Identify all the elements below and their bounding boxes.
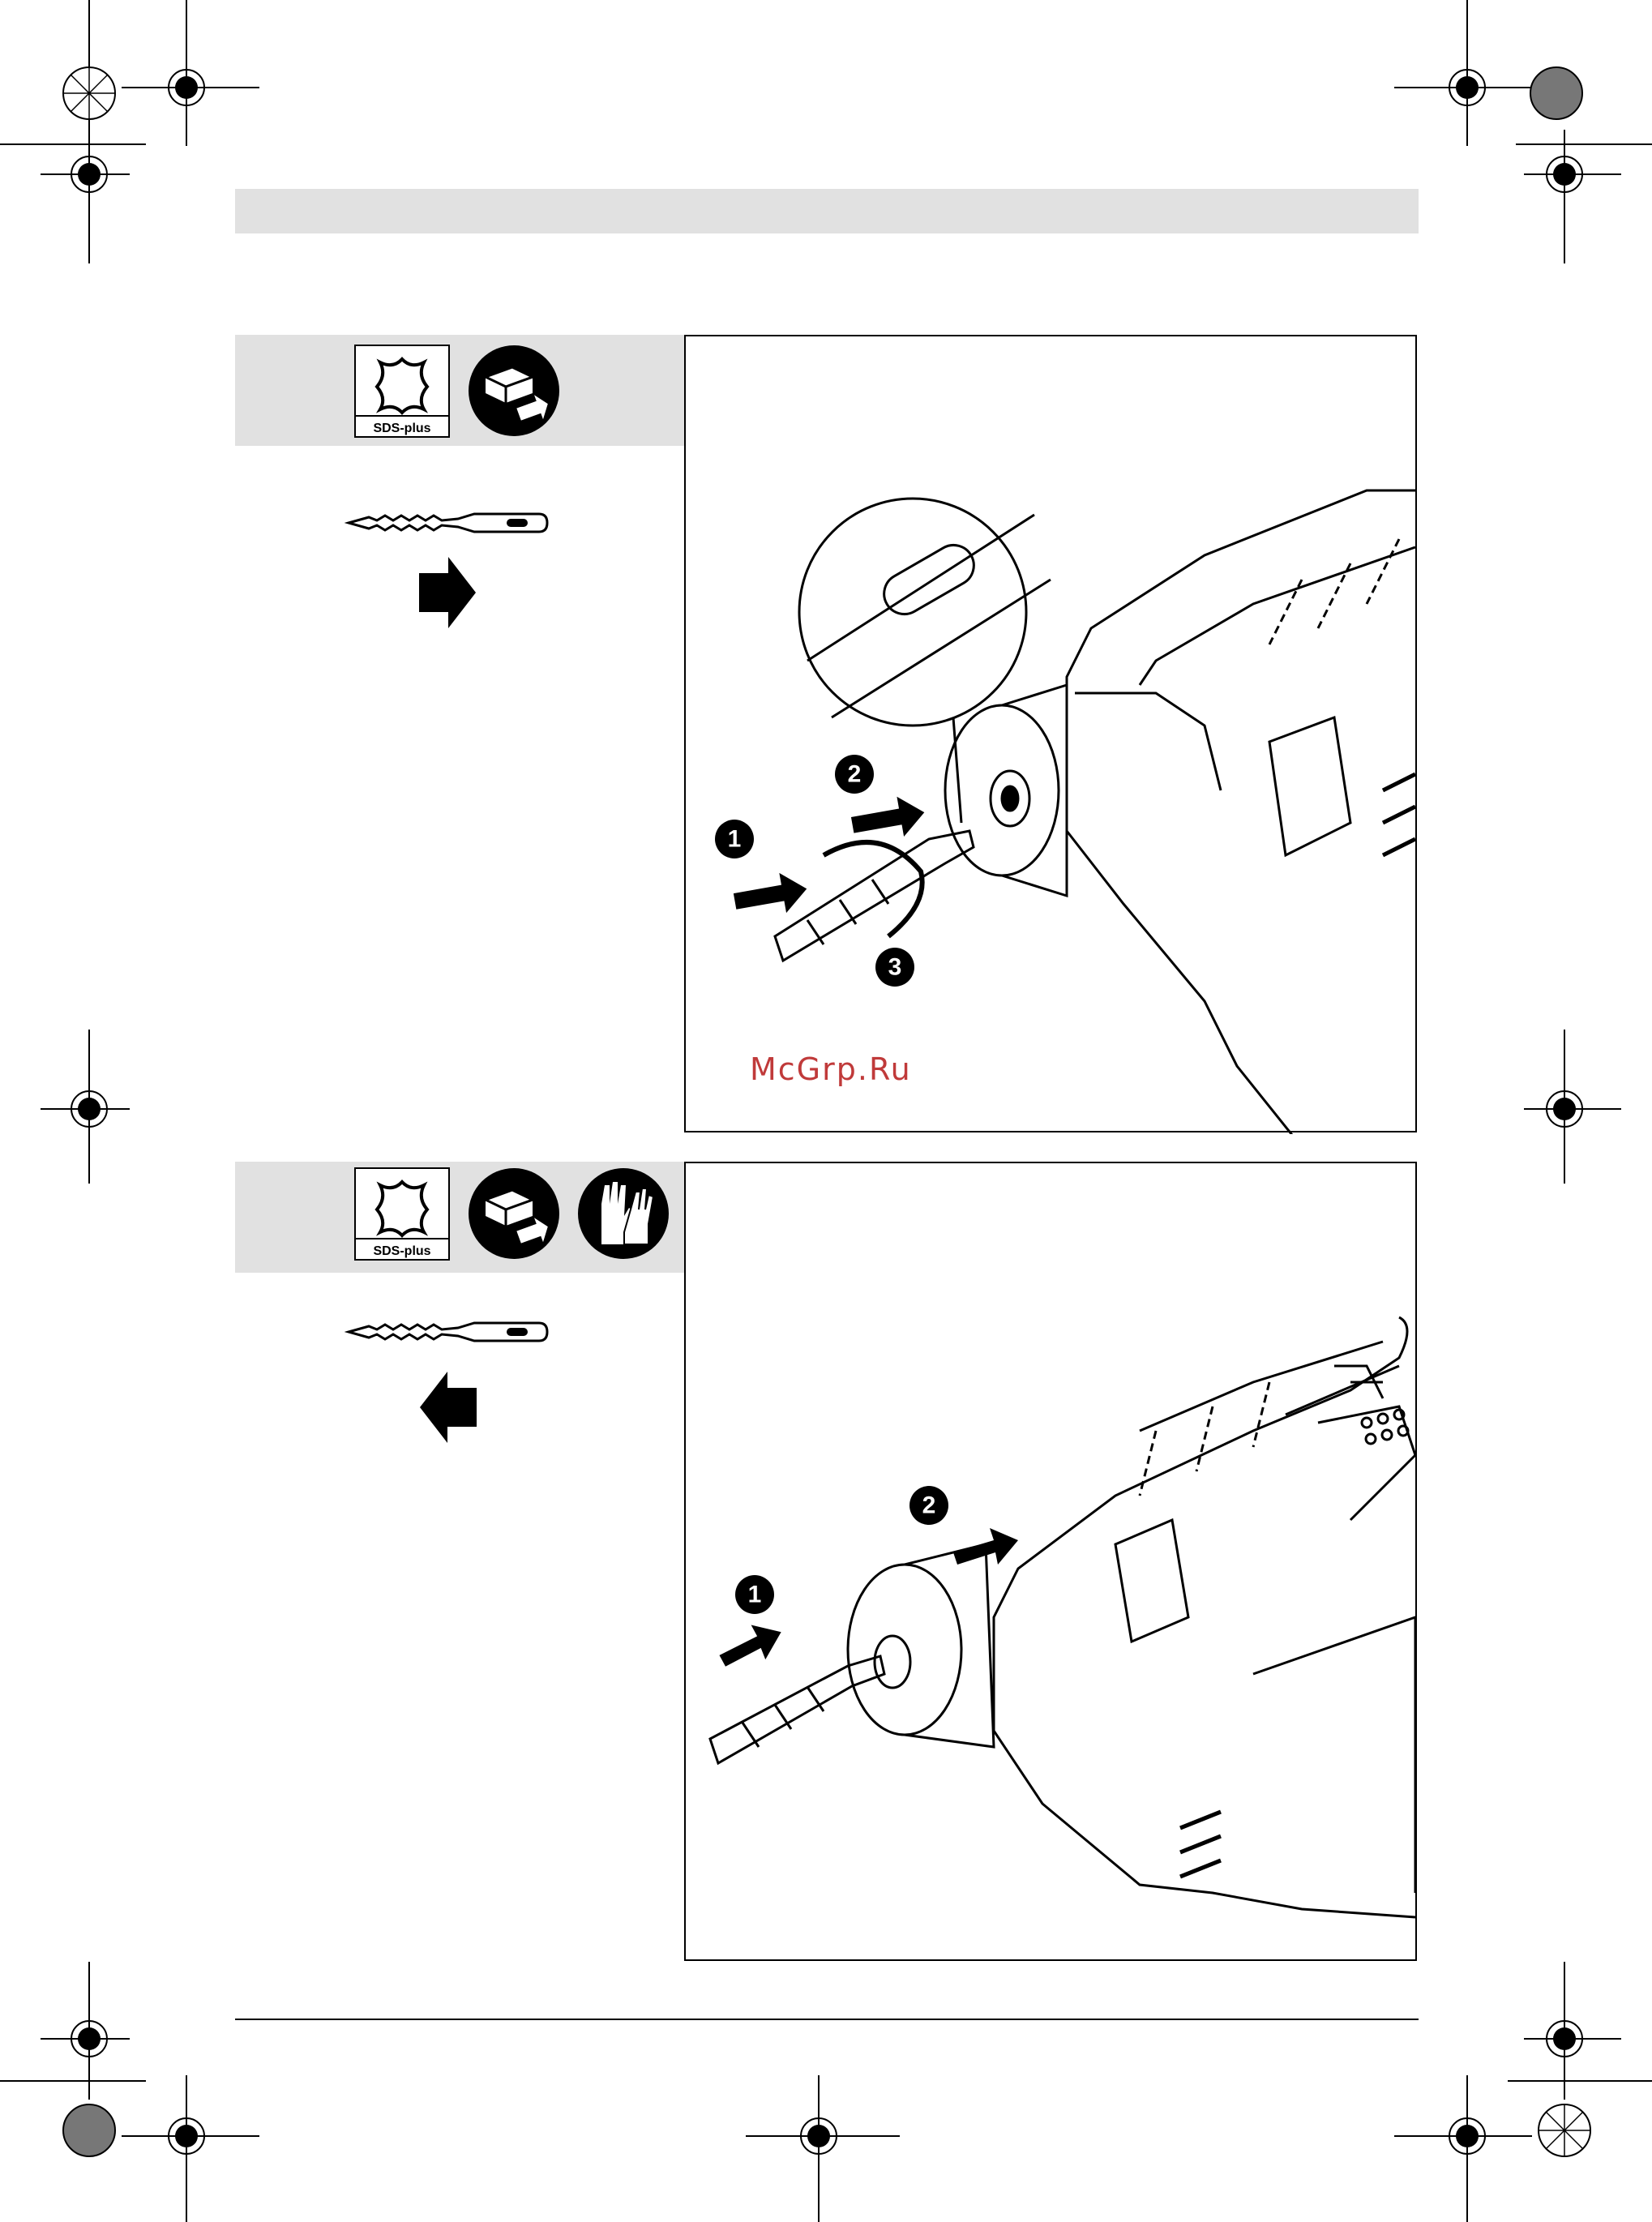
callout-insert-2: 2 xyxy=(848,761,862,788)
remove-battery-icon xyxy=(468,1167,561,1261)
remove-tool-illustration: 2 1 xyxy=(684,1162,1417,1961)
sds-plus-label-2: SDS-plus xyxy=(373,1244,430,1258)
sds-plus-label: SDS-plus xyxy=(373,422,430,435)
watermark: McGrp.Ru xyxy=(750,1051,912,1087)
hammer-drill-insert-drawing: 2 1 3 xyxy=(686,336,1419,1134)
callout-remove-1: 1 xyxy=(748,1582,762,1608)
sds-plus-shank-icon: SDS-plus xyxy=(354,345,450,438)
remove-battery-symbol xyxy=(468,345,561,442)
remove-battery-icon xyxy=(468,345,561,438)
hammer-drill-remove-drawing: 2 1 xyxy=(686,1163,1419,1963)
header-bar xyxy=(235,189,1419,233)
sds-plus-badge: SDS-plus xyxy=(354,345,450,442)
gloves-symbol xyxy=(577,1167,670,1265)
sds-plus-shank-icon: SDS-plus xyxy=(354,1167,450,1261)
arrow-right-icon xyxy=(417,555,478,630)
callout-remove-2: 2 xyxy=(922,1492,936,1519)
wear-gloves-icon xyxy=(577,1167,670,1261)
remove-battery-symbol-2 xyxy=(468,1167,561,1265)
sds-plus-badge-2: SDS-plus xyxy=(354,1167,450,1265)
arrow-left-icon xyxy=(417,1370,478,1445)
footer-rule xyxy=(235,2019,1419,2020)
callout-insert-1: 1 xyxy=(728,826,742,853)
insert-tool-illustration: 2 1 3 xyxy=(684,335,1417,1132)
callout-insert-3: 3 xyxy=(888,954,902,981)
section-insert-symbol-panel xyxy=(235,335,684,446)
